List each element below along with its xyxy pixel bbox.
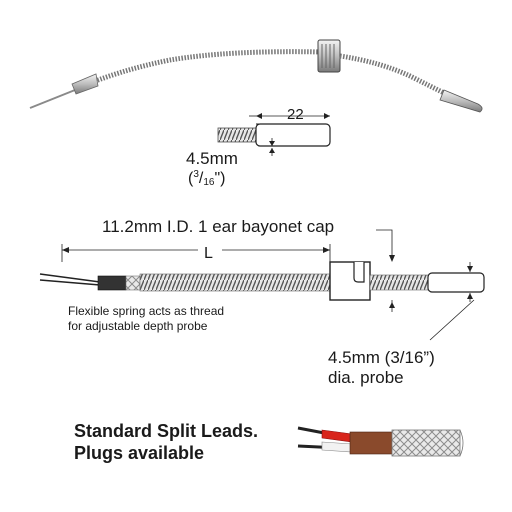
bayonet-cap-label: 11.2mm I.D. 1 ear bayonet cap — [102, 217, 335, 236]
spring-note-line-2: for adjustable depth probe — [68, 319, 208, 333]
frac-numerator: 3 — [193, 169, 199, 180]
probe-diameter-note: 4.5mm (3/16”) dia. probe — [328, 348, 435, 388]
main-schematic — [39, 229, 485, 341]
probe-leader — [429, 299, 475, 341]
tip-length-label: 22 — [287, 106, 304, 123]
spring-note: Flexible spring acts as thread for adjus… — [68, 304, 224, 334]
schematic-lead-1 — [39, 273, 101, 283]
red-lead-insulation — [321, 429, 353, 443]
schematic-spring — [139, 273, 331, 292]
detail-spring — [217, 127, 257, 143]
top-strain-relief — [71, 73, 99, 95]
top-bayonet-cap — [317, 39, 341, 73]
leads-note-line-2: Plugs available — [74, 443, 205, 463]
spring-note-line-1: Flexible spring acts as thread — [68, 304, 225, 318]
tip-dimension-detail — [217, 113, 331, 156]
bayonet-slot — [353, 262, 365, 283]
probe-note-line-2: dia. probe — [328, 368, 404, 387]
probe-note-line-1: 4.5mm (3/16”) — [328, 348, 435, 367]
top-spring-left — [77, 49, 323, 91]
schematic-probe-tip — [427, 272, 485, 293]
split-leads-note: Standard Split Leads. Plugs available — [74, 420, 258, 464]
frac-denominator: 16 — [203, 177, 215, 188]
leads-note-line-1: Standard Split Leads. — [74, 421, 259, 441]
split-leads-illustration — [297, 426, 464, 457]
bayonet-leader — [376, 229, 393, 256]
frac-open: ( — [188, 170, 194, 187]
top-diameter-fraction-label: (3/16") — [188, 169, 226, 188]
schematic-braid — [125, 275, 141, 291]
brown-jacket — [349, 431, 393, 455]
frac-close: ") — [214, 170, 226, 187]
schematic-lead-2 — [39, 279, 101, 286]
top-probe-illustration — [29, 39, 483, 113]
lead-braid — [391, 429, 461, 457]
top-spring-right — [339, 53, 450, 98]
schematic-spring-right — [369, 274, 429, 291]
top-probe-tip — [439, 89, 483, 113]
detail-probe-tip — [255, 123, 331, 147]
length-label: L — [204, 245, 213, 262]
top-thin-cable — [29, 87, 81, 109]
schematic-lead-jacket — [97, 275, 127, 291]
white-lead-insulation — [321, 441, 353, 453]
top-diameter-mm-label: 4.5mm — [186, 149, 238, 168]
